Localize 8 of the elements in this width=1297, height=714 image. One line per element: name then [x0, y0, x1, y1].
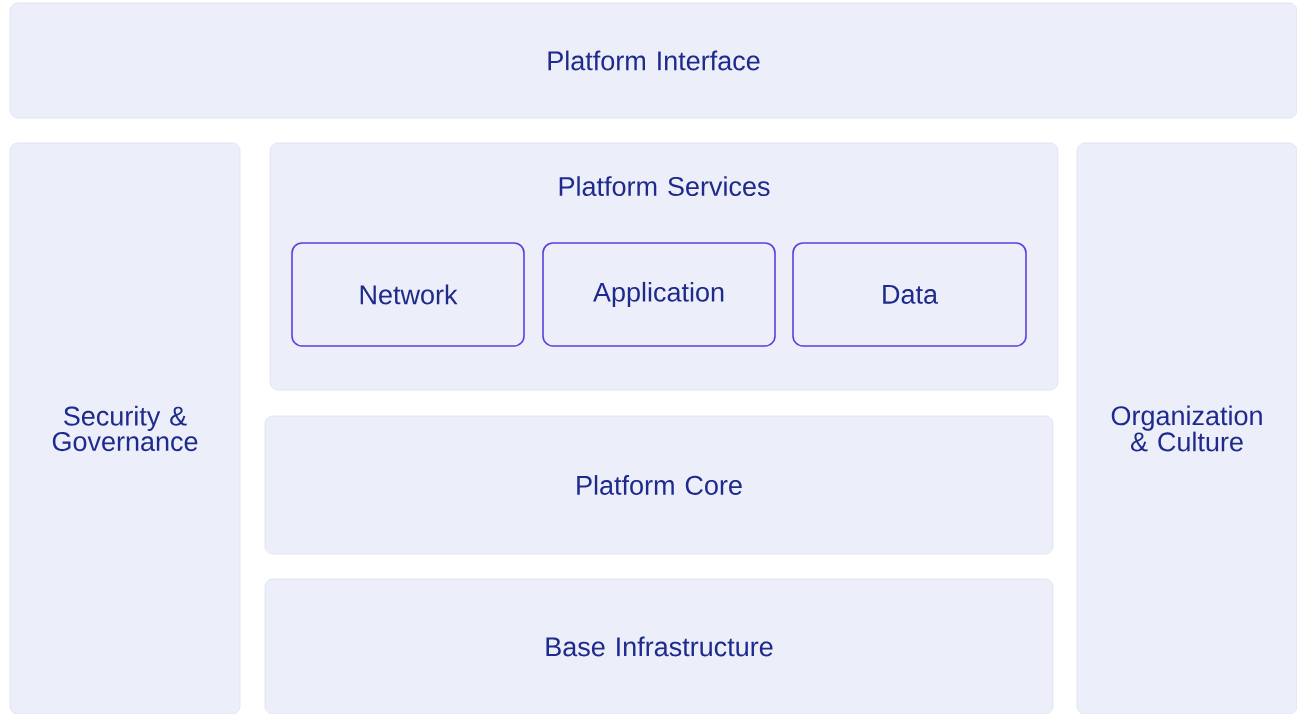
layer-band: Base Infrastructure [264, 578, 1054, 714]
side-pillar: Organization & Culture [1076, 142, 1297, 714]
service-box: Network [291, 242, 525, 347]
layer-band: Platform Core [264, 415, 1054, 555]
service-box: Application [542, 242, 776, 347]
service-box: Data [792, 242, 1027, 347]
layer-band: Platform Interface [9, 2, 1297, 119]
side-pillar: Security & Governance [9, 142, 241, 714]
